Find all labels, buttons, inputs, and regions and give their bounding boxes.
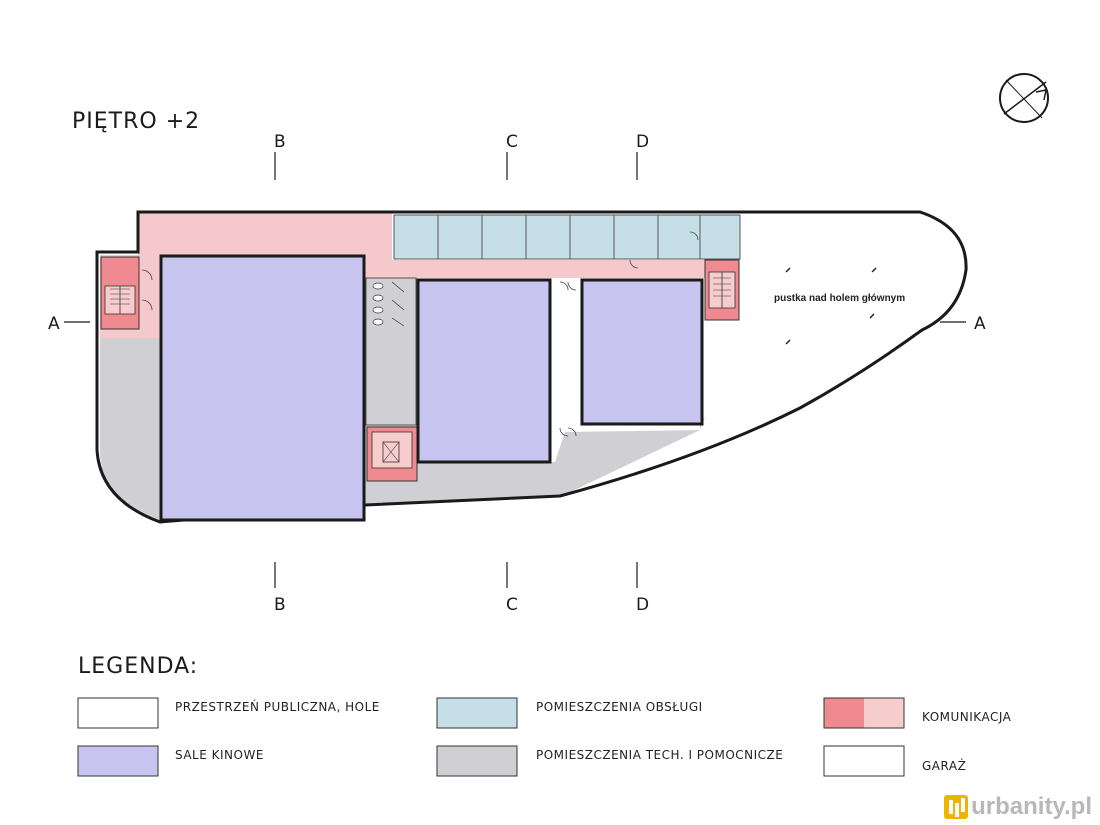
staircase-left [100, 256, 140, 330]
service-rooms [393, 214, 741, 260]
legend-label-garage: GARAŻ [922, 758, 966, 773]
void-area [560, 214, 965, 497]
legend-label-public: PRZESTRZEŃ PUBLICZNA, HOLE [175, 699, 380, 714]
cinema-hall-3 [580, 278, 704, 426]
legend-swatch-tech [436, 745, 518, 777]
void-label: pustka nad holem głównym [774, 293, 905, 304]
void-markers [785, 267, 877, 345]
section-a-left: A [48, 314, 60, 334]
legend-swatch-service [436, 697, 518, 729]
legend-label-communication: KOMUNIKACJA [922, 710, 1012, 724]
urbanity-logo: urbanity.pl [944, 793, 1092, 821]
legend-swatch-garage [823, 745, 905, 777]
watermark-text: urbanity.pl [971, 793, 1092, 820]
legend-swatch-public [77, 697, 159, 729]
outer-wall [95, 210, 968, 524]
toilets-block [365, 277, 417, 426]
legend-heading: LEGENDA: [78, 654, 198, 679]
legend-swatch-communication [823, 697, 905, 729]
building-outline [95, 210, 968, 524]
north-arrow-icon [999, 73, 1049, 123]
legend-label-tech: POMIESZCZENIA TECH. I POMOCNICZE [536, 748, 783, 762]
section-b-bottom: B [274, 595, 286, 615]
section-lines [64, 152, 966, 588]
legend: LEGENDA: PRZESTRZEŃ PUBLICZNA, HOLE SALE… [77, 654, 1012, 777]
legend-swatch-cinema [77, 745, 159, 777]
legend-label-service: POMIESZCZENIA OBSŁUGI [536, 700, 703, 714]
section-c-bottom: C [506, 595, 518, 615]
urbanity-logo-icon [944, 795, 969, 819]
section-c-top: C [506, 132, 518, 152]
staircase-center [366, 426, 418, 482]
cinema-hall-2 [416, 278, 552, 464]
staircase-right [704, 259, 740, 321]
doors [141, 231, 699, 437]
legend-label-cinema: SALE KINOWE [175, 748, 264, 762]
section-b-top: B [274, 132, 286, 152]
section-d-bottom: D [636, 595, 649, 615]
cinema-hall-1 [159, 254, 366, 522]
section-a-right: A [974, 314, 986, 334]
floor-title: PIĘTRO +2 [72, 109, 200, 134]
section-d-top: D [636, 132, 649, 152]
public-corridor [100, 212, 705, 338]
